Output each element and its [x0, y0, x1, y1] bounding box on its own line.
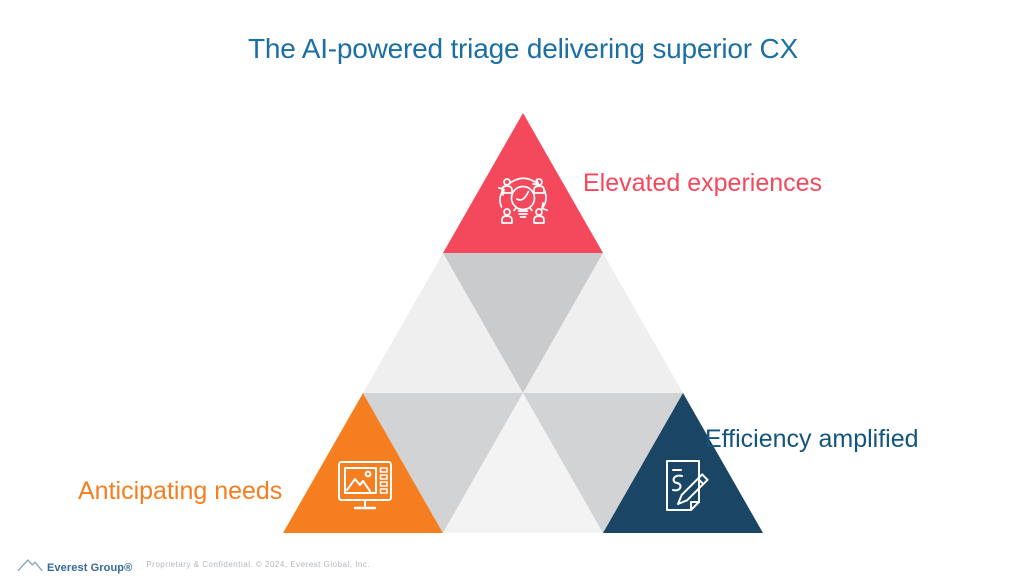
label-anticipating-needs: Anticipating needs [78, 477, 283, 505]
pyramid-row3-inverted-left-triangle [363, 393, 523, 533]
copyright-text: Proprietary & Confidential. © 2024, Ever… [146, 560, 371, 569]
pyramid-row2-middle-inverted-triangle [443, 253, 603, 393]
footer: Everest Group® Proprietary & Confidentia… [17, 552, 370, 578]
pyramid-row2-left-triangle [363, 253, 523, 393]
document-pencil-icon [666, 460, 709, 511]
pyramid-row3-middle-triangle [443, 393, 603, 533]
mountain-peak-icon [17, 558, 43, 571]
everest-group-logo: Everest Group® [17, 557, 132, 574]
label-elevated-experiences: Elevated experiences [583, 169, 823, 197]
pyramid-bottom-right-triangle [603, 393, 763, 533]
page-title: The AI-powered triage delivering superio… [248, 33, 798, 64]
brand-name: Everest Group® [47, 561, 133, 574]
label-efficiency-amplified: Efficiency amplified [705, 425, 919, 453]
collaborative-idea-lightbulb-icon [497, 177, 549, 224]
monitor-image-icon [338, 461, 392, 510]
pyramid-top-triangle [443, 113, 603, 253]
pyramid-row2-right-triangle [523, 253, 683, 393]
pyramid-row3-inverted-right-triangle [523, 393, 683, 533]
